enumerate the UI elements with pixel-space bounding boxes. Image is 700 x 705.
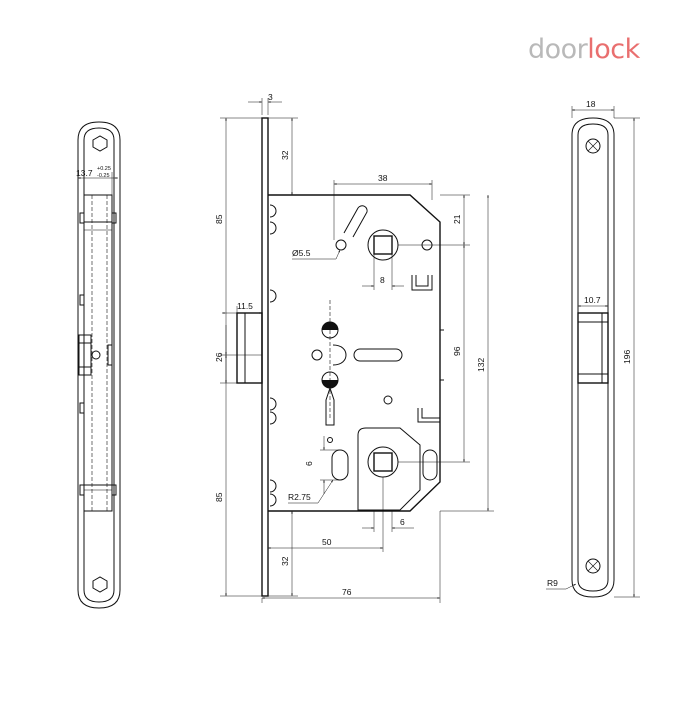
dim-radius: R2.75 bbox=[288, 492, 311, 502]
screw-hex-top-icon bbox=[92, 135, 108, 152]
dim-body-depth: 76 bbox=[342, 587, 352, 597]
thumbturn-mechanism bbox=[311, 300, 403, 443]
strike-screw-top-icon bbox=[585, 138, 601, 154]
dim-spindle-distance: 96 bbox=[452, 346, 462, 356]
strike-screw-bottom-icon bbox=[585, 558, 601, 574]
dim-hole-diameter: Ø5.5 bbox=[292, 248, 311, 258]
dim-top-offset: 32 bbox=[280, 150, 290, 160]
dim-front-tol-plus: +0.25 bbox=[97, 166, 111, 172]
dim-backset: 50 bbox=[322, 537, 332, 547]
logo-text-door: door bbox=[528, 34, 588, 65]
dim-strike-radius: R9 bbox=[547, 578, 558, 588]
dim-bottom-section: 85 bbox=[214, 492, 224, 502]
screw-hex-bottom-icon bbox=[92, 576, 108, 593]
dim-strike-latch-hole: 10.7 bbox=[584, 295, 601, 305]
dim-strike-height: 196 bbox=[622, 350, 632, 364]
lock-body-view: 3 32 85 85 32 11.5 26 bbox=[214, 92, 494, 603]
dim-plate-thickness: 3 bbox=[268, 92, 273, 102]
dim-spindle-offset: 38 bbox=[378, 173, 388, 183]
dim-body-height: 132 bbox=[476, 358, 486, 372]
dim-latch-offset: 11.5 bbox=[237, 301, 253, 311]
dim-front-width: 13.7 bbox=[76, 168, 93, 178]
dim-slot-height: 6 bbox=[304, 461, 314, 466]
dim-bottom-offset: 32 bbox=[280, 556, 290, 566]
dim-spindle-square: 8 bbox=[380, 275, 385, 285]
front-plate-view: 13.7 +0.25 -0.25 bbox=[76, 121, 121, 609]
dim-top-distance: 21 bbox=[452, 214, 462, 224]
brand-logo: doorlock bbox=[528, 34, 640, 65]
dim-top-section: 85 bbox=[214, 214, 224, 224]
mounting-posts bbox=[269, 204, 277, 507]
lower-spindle bbox=[331, 427, 438, 511]
logo-text-lock: lock bbox=[587, 34, 640, 65]
dim-lower-square: 6 bbox=[400, 517, 405, 527]
dim-latch-height: 26 bbox=[214, 352, 224, 362]
dim-front-tol-minus: -0.25 bbox=[97, 173, 110, 179]
strike-plate-view: 18 10.7 196 R9 bbox=[546, 99, 640, 598]
upper-spindle bbox=[335, 205, 433, 261]
dim-strike-width: 18 bbox=[586, 99, 596, 109]
